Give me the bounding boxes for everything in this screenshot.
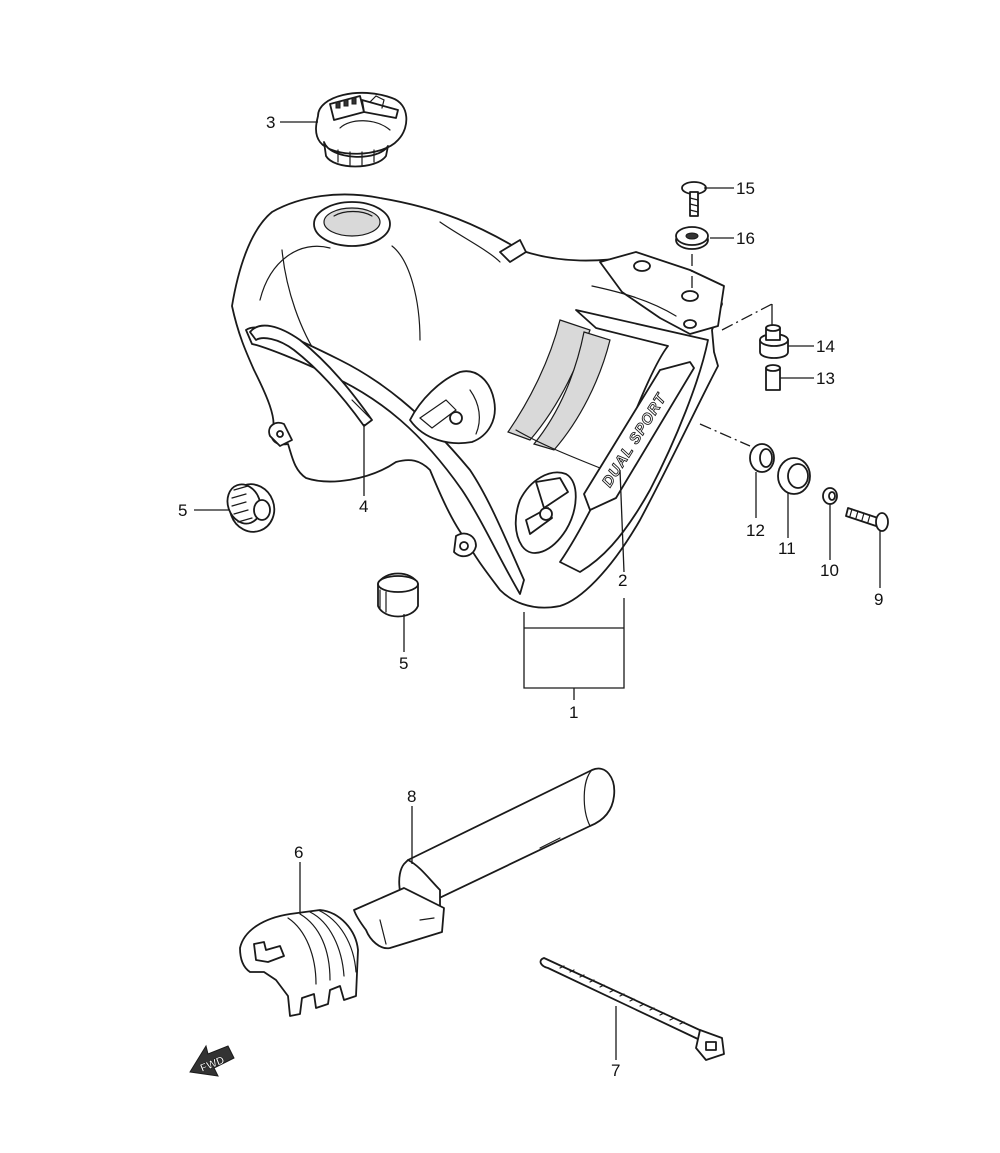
callout-14: 16 (736, 229, 755, 248)
cushion-15[interactable] (759, 324, 789, 359)
cushion-14[interactable] (675, 226, 709, 250)
cushion-11[interactable] (777, 457, 811, 495)
callout-1: 1 (569, 703, 578, 722)
tube-8[interactable] (353, 767, 616, 950)
hose[interactable] (351, 399, 373, 421)
callout-11: 11 (778, 539, 796, 558)
callout-4: 4 (359, 497, 368, 516)
fuel-cap[interactable] (315, 91, 408, 168)
callout-15: 14 (816, 337, 835, 356)
cushion-lower[interactable] (377, 572, 419, 618)
callout-5-left: 5 (178, 501, 187, 520)
callout-2: 2 (618, 571, 627, 590)
bolt-13[interactable] (681, 181, 707, 217)
callout-labels: 3 15 16 14 13 12 11 10 9 5 4 2 5 1 8 6 7 (178, 113, 883, 1080)
callout-6: 6 (294, 843, 303, 862)
callout-5-lower: 5 (399, 654, 408, 673)
cushion-12[interactable] (749, 443, 775, 473)
leader-lines (194, 121, 881, 1060)
collar-16[interactable] (765, 364, 781, 391)
washer-10[interactable] (822, 487, 838, 505)
callout-7: 7 (611, 1061, 620, 1080)
bolt-9[interactable] (845, 507, 889, 532)
fuel-tank[interactable]: DUAL SPORT (231, 193, 725, 609)
cable-tie-7[interactable] (539, 957, 725, 1061)
cushion-left[interactable] (222, 478, 281, 538)
callout-12: 12 (746, 521, 765, 540)
callout-13: 15 (736, 179, 755, 198)
callout-8: 8 (407, 787, 416, 806)
callout-3: 3 (266, 113, 275, 132)
callout-16: 13 (816, 369, 835, 388)
protector-6[interactable] (239, 909, 359, 1017)
callout-9: 9 (874, 590, 883, 609)
fwd-arrow-icon: FWD (189, 1044, 235, 1077)
callout-10: 10 (820, 561, 839, 580)
